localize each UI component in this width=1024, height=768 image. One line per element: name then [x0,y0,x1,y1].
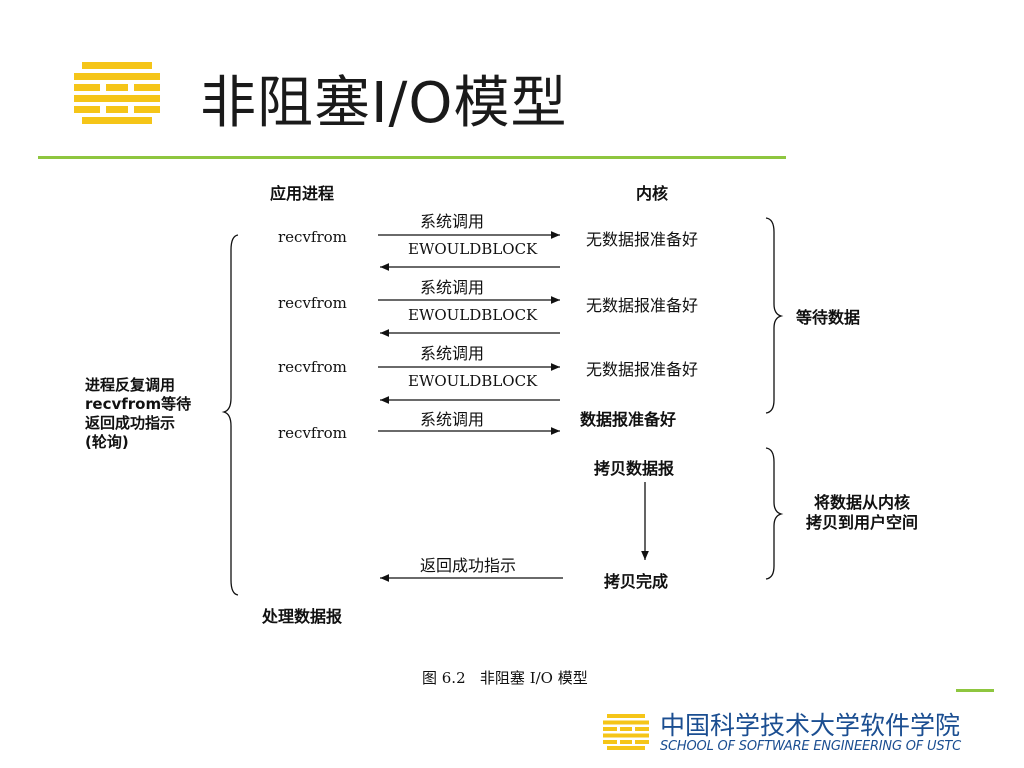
right-brace-wait [765,217,784,414]
title-divider [38,156,786,159]
syscall-label-3: 系统调用 [420,344,485,363]
kernel-header: 内核 [636,184,669,203]
page-title: 非阻塞I/O模型 [200,71,568,136]
wait-data-note: 等待数据 [796,308,861,327]
polling-note-line-2: recvfrom等待 [85,395,192,413]
syscall-label-2: 系统调用 [420,278,485,297]
copy-note-line-2: 拷贝到用户空间 [806,513,919,532]
copy-note: 将数据从内核 拷贝到用户空间 [806,493,918,533]
polling-note: 进程反复调用 recvfrom等待 返回成功指示 (轮询) [85,376,191,452]
recvfrom-label-2: recvfrom [278,294,347,312]
kernel-status-2: 无数据报准备好 [586,296,699,315]
right-brace-copy [765,447,784,580]
syscall-label-4: 系统调用 [420,410,485,429]
recvfrom-label-4: recvfrom [278,424,347,442]
ustc-logo-icon [74,62,160,124]
polling-note-line-1: 进程反复调用 [85,376,176,394]
recvfrom-label-1: recvfrom [278,228,347,246]
app-process-header: 应用进程 [270,184,335,203]
footer-divider [956,689,994,692]
recvfrom-label-3: recvfrom [278,358,347,376]
polling-note-line-4: (轮询) [85,433,129,451]
syscall-label-1: 系统调用 [420,212,485,231]
copy-done-label: 拷贝完成 [604,572,669,591]
return-success-label: 返回成功指示 [420,556,517,575]
copy-start-label: 拷贝数据报 [594,459,675,478]
copy-note-line-1: 将数据从内核 [814,493,911,512]
school-name-en: SCHOOL OF SOFTWARE ENGINEERING OF USTC [660,739,961,754]
kernel-status-3: 无数据报准备好 [586,360,699,379]
footer-logo-icon [603,714,649,750]
school-name-cn: 中国科学技术大学软件学院 [660,711,961,740]
ewouldblock-label-2: EWOULDBLOCK [408,306,538,324]
kernel-status-4: 数据报准备好 [580,410,677,429]
ewouldblock-label-1: EWOULDBLOCK [408,240,538,258]
figure-caption: 图 6.2 非阻塞 I/O 模型 [422,669,588,687]
kernel-status-1: 无数据报准备好 [586,230,699,249]
ewouldblock-label-3: EWOULDBLOCK [408,372,538,390]
left-brace [221,234,239,596]
process-datagram-label: 处理数据报 [262,607,343,626]
polling-note-line-3: 返回成功指示 [85,414,176,432]
